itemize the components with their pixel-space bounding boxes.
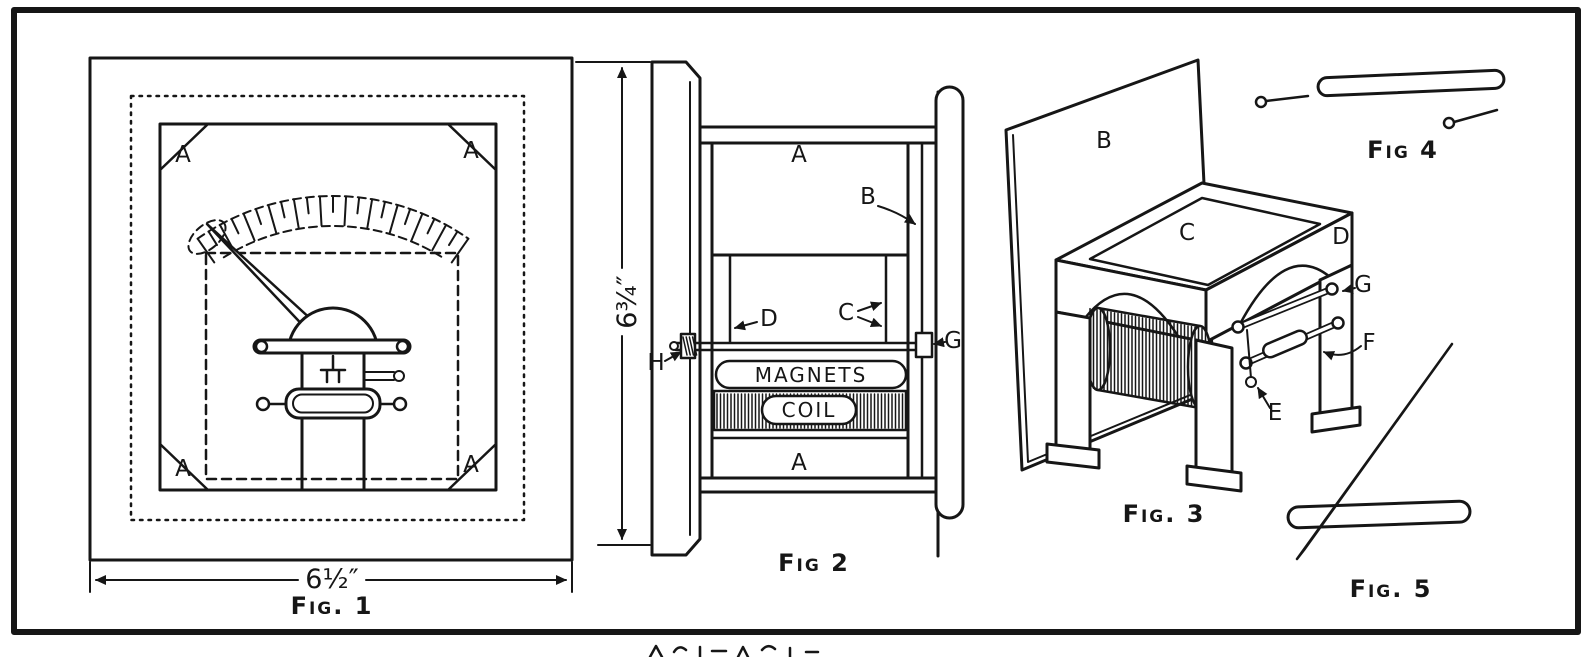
figure-3: B (1004, 58, 1376, 528)
fig2-label-c: C (838, 300, 854, 326)
fig2-coil-label: COIL (782, 398, 837, 422)
fig1-scale-ticks (196, 195, 470, 264)
fig2-pivot-rod (674, 341, 924, 352)
fig2-side-slab (650, 60, 702, 557)
fig3-label-e: E (1268, 400, 1283, 426)
fig2-caption: Fig 2 (778, 549, 850, 577)
fig1-side-link (363, 371, 395, 381)
fig2-right-bearing (914, 331, 934, 359)
fig3-leader-e (1257, 387, 1271, 409)
fig2-left-bolt-tip (669, 341, 679, 351)
fig3-left-foot (1045, 442, 1101, 470)
fig3-coil-edges (1096, 306, 1202, 410)
fig2-label-d: D (760, 306, 778, 332)
fig3-label-g: G (1354, 272, 1372, 298)
fig3-right-arch (1238, 264, 1332, 326)
cropped-caption-fragment (648, 644, 820, 657)
height-dimension-label: 6¾″ (612, 275, 643, 328)
fig3-label-b: B (1096, 128, 1112, 154)
fig5-caption: Fig. 5 (1350, 575, 1433, 603)
fig4-caption: Fig 4 (1367, 136, 1439, 164)
fig1-coil-rod-eye-left (255, 396, 271, 412)
fig1-scale-stop (187, 219, 227, 255)
fig2-leader-c2 (857, 316, 882, 328)
fig5-pointer-needle (1295, 342, 1454, 561)
fig3-front-right-leg (1194, 338, 1234, 478)
fig2-left-bolt-hatch (682, 336, 698, 356)
fig3-collar-opening (1088, 196, 1322, 287)
fig3-panel-thickness (1012, 134, 1213, 463)
fig2-label-a-top: A (791, 142, 807, 168)
fig1-corner-label: A (175, 456, 191, 482)
fig2-core-sides (728, 253, 888, 344)
fig2-leader-h (664, 351, 682, 362)
fig1-dotted-frame (129, 94, 526, 522)
fig2-label-g: G (944, 328, 962, 354)
fig1-dashed-inner-frame (204, 251, 460, 481)
fig3-leader-f (1323, 345, 1362, 361)
fig4-left-pin-head (1254, 95, 1268, 109)
height-dimension: 6¾″ (575, 61, 651, 546)
fig4-rod (1316, 68, 1506, 98)
fig2-bottom-plate (698, 476, 940, 494)
fig4-right-pin (1452, 108, 1499, 124)
fig4-left-pin (1264, 94, 1310, 103)
fig2-magnets-housing (714, 359, 908, 390)
fig1-corner-label: A (175, 142, 191, 168)
fig1-coil-assembly-inner (292, 393, 374, 414)
fig2-top-plate (698, 125, 940, 145)
fig1-corner-label: A (463, 138, 479, 164)
fig3-hanger-eye (1245, 376, 1257, 388)
fig1-coil-assembly (284, 387, 382, 420)
fig3-leader-g (1342, 283, 1356, 294)
fig3-pivot-rod-lower (1239, 316, 1345, 370)
fig2-spring-bracket (934, 85, 965, 520)
fig1-movement-column (300, 351, 366, 492)
fig1-crossbar (252, 338, 412, 355)
fig1-scale-arc-inner (222, 224, 444, 259)
fig3-back-right-foot (1310, 405, 1362, 434)
fig1-corner-cuts (158, 122, 498, 492)
figure-4: Fig 4 (1254, 68, 1506, 164)
fig3-hanger-wire (1246, 329, 1252, 379)
fig2-leader-d (734, 320, 758, 331)
fig2-leader-g (933, 337, 946, 348)
drawing-border (11, 7, 1581, 635)
figure-1: A A A A 6½″ (88, 56, 574, 620)
fig2-label-h: H (647, 350, 664, 376)
fig2-magnets-label: MAGNETS (755, 363, 868, 387)
fig1-coil-rod-eye-right (392, 396, 408, 412)
fig1-crossbar-end-right (395, 339, 410, 354)
fig2-label-b: B (860, 184, 876, 210)
fig1-dial-panel (158, 122, 498, 492)
fig2-leader-b (877, 205, 916, 225)
fig1-width-dimension-label: 6½″ (305, 564, 358, 595)
fig3-label-c: C (1179, 220, 1195, 246)
fig2-label-a-bottom: A (791, 450, 807, 476)
fig3-label-f: F (1362, 330, 1375, 356)
fig1-spindle (319, 354, 347, 384)
fig2-uprights (710, 141, 910, 480)
fig1-width-dimension: 6½″ (89, 561, 573, 595)
figure-5: Fig. 5 (1286, 342, 1472, 603)
fig2-coil-label-plate (760, 394, 858, 426)
fig1-meter-case (88, 56, 574, 562)
fig5-tube (1286, 499, 1472, 530)
fig1-crossbar-end-left (254, 339, 269, 354)
fig3-caption: Fig. 3 (1123, 500, 1206, 528)
fig2-leader-c1 (857, 301, 882, 312)
fig3-left-leg (1054, 310, 1092, 454)
fig1-caption: Fig. 1 (291, 592, 374, 620)
fig3-label-d: D (1332, 224, 1350, 250)
fig1-side-link-eye (393, 370, 405, 382)
fig1-corner-label: A (463, 452, 479, 478)
fig3-front-right-foot (1185, 464, 1243, 493)
fig4-right-pin-head (1442, 116, 1456, 130)
figure-2: MAGNETS COIL A A B D C H G Fig 2 (647, 60, 965, 577)
fig3-pivot-rod-upper (1231, 282, 1339, 334)
